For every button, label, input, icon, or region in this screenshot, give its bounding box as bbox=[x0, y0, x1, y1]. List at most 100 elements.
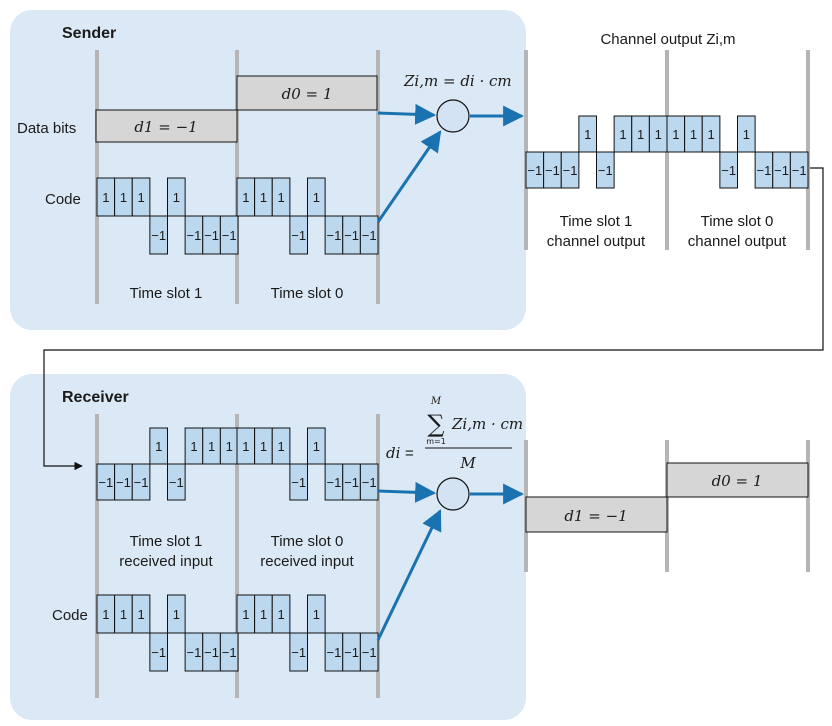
chip-label: −1 bbox=[527, 163, 542, 178]
chip-label: 1 bbox=[277, 190, 284, 205]
sender-multiplier-node bbox=[436, 99, 470, 133]
chip bbox=[219, 215, 239, 255]
chip-label: −1 bbox=[116, 475, 131, 490]
formula-numerator: Zi,m · cm bbox=[451, 415, 523, 433]
chip-label: −1 bbox=[222, 228, 237, 243]
chip-label: 1 bbox=[277, 607, 284, 622]
chip bbox=[596, 151, 615, 189]
chip bbox=[307, 177, 326, 217]
chip-label: −1 bbox=[291, 645, 306, 660]
code-to-multiplier-arrow bbox=[376, 130, 442, 223]
formula-sum-top: M bbox=[430, 396, 442, 407]
product-formula: Zi,m = di · cm bbox=[403, 72, 512, 90]
chip-label: −1 bbox=[344, 645, 359, 660]
chip-label: −1 bbox=[721, 163, 736, 178]
sender-slot0-label: Time slot 0 bbox=[271, 285, 344, 302]
channel-slot1-line2: channel output bbox=[547, 233, 646, 250]
channel-slot1-line1: Time slot 1 bbox=[560, 213, 633, 230]
chip-label: 1 bbox=[260, 607, 267, 622]
channel-to-receiver-connector bbox=[43, 167, 824, 471]
input-to-multiplier-arrow bbox=[377, 481, 437, 503]
sender-title: Sender bbox=[62, 25, 116, 42]
chip bbox=[359, 632, 379, 672]
chip-label: −1 bbox=[151, 228, 166, 243]
formula-lhs: di bbox=[386, 444, 401, 462]
sum-icon: ∑ bbox=[427, 410, 444, 438]
chip bbox=[131, 463, 151, 501]
receiver-slot1-line2: received input bbox=[119, 553, 213, 570]
chip-label: −1 bbox=[563, 163, 578, 178]
sender-slot1-label: Time slot 1 bbox=[130, 285, 203, 302]
sender-d1-label: d1 = −1 bbox=[134, 118, 197, 136]
chip bbox=[131, 594, 151, 634]
chip-label: 1 bbox=[743, 127, 750, 142]
chip-label: 1 bbox=[655, 127, 662, 142]
chip-label: 1 bbox=[619, 127, 626, 142]
chip bbox=[719, 151, 738, 189]
chip-label: 1 bbox=[208, 439, 215, 454]
chip-label: 1 bbox=[707, 127, 714, 142]
svg-text:=: = bbox=[405, 445, 414, 462]
receiver-code-to-multiplier-arrow bbox=[376, 509, 442, 641]
sender-d1-bar bbox=[95, 109, 238, 143]
chip-label: 1 bbox=[277, 439, 284, 454]
chip-label: −1 bbox=[204, 645, 219, 660]
sender-d0-bar bbox=[236, 75, 378, 111]
chip-label: 1 bbox=[120, 190, 127, 205]
chip-label: 1 bbox=[313, 190, 320, 205]
chip bbox=[289, 215, 308, 255]
receiver-multiplier-node bbox=[436, 477, 470, 511]
receiver-slot1-line1: Time slot 1 bbox=[130, 533, 203, 550]
receiver-slot0-line1: Time slot 0 bbox=[271, 533, 344, 550]
formula-denominator: M bbox=[459, 454, 476, 472]
chip bbox=[271, 177, 291, 217]
decode-formula: di = M ∑ m=1 Zi,m · cm M bbox=[386, 396, 523, 472]
chip bbox=[149, 632, 168, 672]
chip-label: 1 bbox=[102, 190, 109, 205]
chip-label: 1 bbox=[242, 607, 249, 622]
chip-label: −1 bbox=[362, 228, 377, 243]
receiver-code-label: Code bbox=[52, 607, 88, 624]
formula-sum-bottom: m=1 bbox=[426, 437, 446, 446]
chip-label: −1 bbox=[134, 475, 149, 490]
chip bbox=[789, 151, 809, 189]
channel-slot0-line2: channel output bbox=[688, 233, 787, 250]
chip-label: 1 bbox=[260, 439, 267, 454]
chip-label: −1 bbox=[545, 163, 560, 178]
chip bbox=[307, 427, 326, 465]
chip-label: −1 bbox=[291, 475, 306, 490]
sender-data-bits: Data bits d1 = −1 d0 = 1 bbox=[17, 75, 378, 143]
chip bbox=[219, 632, 239, 672]
chip-label: −1 bbox=[792, 163, 807, 178]
chip bbox=[359, 215, 379, 255]
chip bbox=[307, 594, 326, 634]
data-bits-label: Data bits bbox=[17, 120, 76, 137]
chip bbox=[167, 463, 186, 501]
chip-label: −1 bbox=[362, 645, 377, 660]
chip-label: −1 bbox=[344, 228, 359, 243]
chip-label: 1 bbox=[102, 607, 109, 622]
chip-label: −1 bbox=[327, 645, 342, 660]
chip-label: 1 bbox=[637, 127, 644, 142]
chip-label: −1 bbox=[187, 228, 202, 243]
chip-label: −1 bbox=[222, 645, 237, 660]
chip-label: −1 bbox=[98, 475, 113, 490]
chip-label: −1 bbox=[344, 475, 359, 490]
data-to-multiplier-arrow bbox=[377, 103, 437, 125]
chip-label: 1 bbox=[226, 439, 233, 454]
chip-label: −1 bbox=[204, 228, 219, 243]
chip-label: 1 bbox=[242, 190, 249, 205]
chip-label: −1 bbox=[327, 228, 342, 243]
chip-label: 1 bbox=[690, 127, 697, 142]
chip-label: −1 bbox=[362, 475, 377, 490]
chip-label: −1 bbox=[187, 645, 202, 660]
sender-panel bbox=[10, 10, 526, 330]
chip bbox=[560, 151, 580, 189]
chip-label: 1 bbox=[173, 190, 180, 205]
receiver-d1-bar bbox=[525, 496, 668, 533]
